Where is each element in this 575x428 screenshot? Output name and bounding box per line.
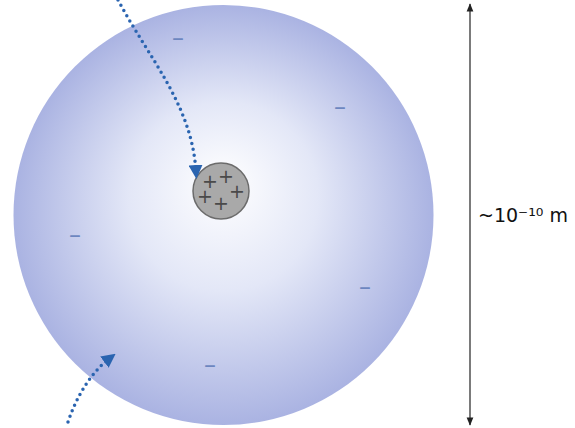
dimension-label: ~10⁻¹⁰ m [478,206,568,225]
nucleus: +++++ [192,162,250,220]
electron-cloud-shape [12,5,435,425]
electron-sign: – [172,26,184,50]
proton-sign: + [213,194,229,213]
dimension-line [469,4,470,425]
electron-cloud: – – – – – +++++ [12,5,435,425]
proton-sign: + [229,182,245,201]
electron-sign: – [69,223,81,247]
proton-sign: + [197,187,213,206]
electron-sign: – [359,275,371,299]
electron-sign: – [334,95,346,119]
electron-sign: – [204,353,216,377]
